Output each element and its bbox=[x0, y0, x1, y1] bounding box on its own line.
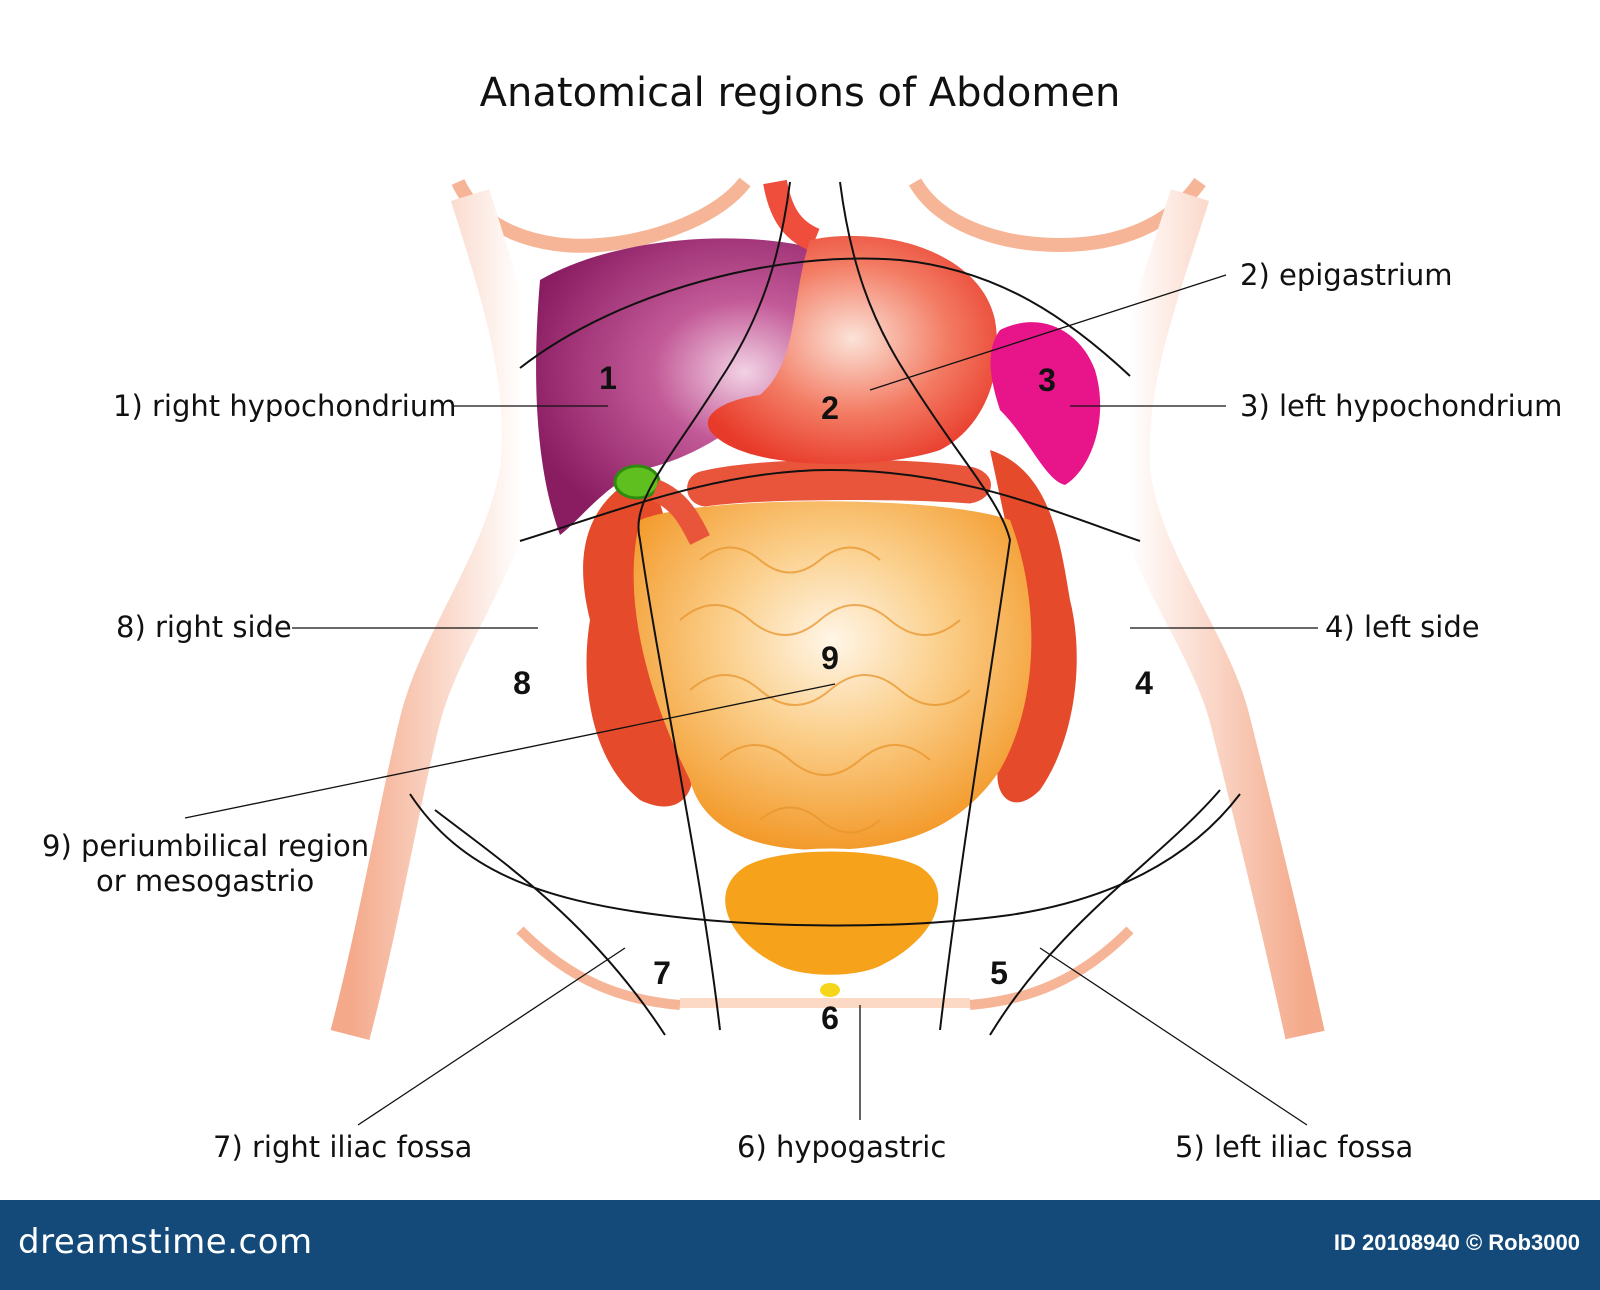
label-left-side: 4) left side bbox=[1325, 610, 1480, 644]
label-periumbilical-region: 9) periumbilical region bbox=[42, 829, 370, 863]
brand-logo-text: dreamstime.com bbox=[18, 1222, 313, 1262]
esophagus bbox=[763, 179, 821, 252]
stomach bbox=[707, 235, 998, 464]
region-number-1: 1 bbox=[599, 360, 617, 396]
label-left-hypochondrium: 3) left hypochondrium bbox=[1240, 389, 1563, 423]
leader-lines bbox=[184, 274, 1318, 1126]
diagram-title: Anatomical regions of Abdomen bbox=[479, 70, 1121, 116]
label-left-iliac-fossa: 5) left iliac fossa bbox=[1175, 1130, 1414, 1164]
label-right-hypochondrium: 1) right hypochondrium bbox=[113, 389, 457, 423]
image-credit: ID 20108940 © Rob3000 bbox=[1333, 1230, 1580, 1255]
small-intestine bbox=[633, 501, 1032, 850]
spleen bbox=[990, 322, 1101, 485]
region-lines bbox=[409, 181, 1241, 1036]
duodenum bbox=[650, 479, 710, 545]
label-right-side: 8) right side bbox=[116, 610, 292, 644]
diagram: Anatomical regions of Abdomen bbox=[42, 70, 1563, 1164]
region-number-3: 3 bbox=[1038, 362, 1056, 398]
intestine-loops bbox=[679, 546, 971, 834]
region-number-7: 7 bbox=[653, 955, 671, 991]
region-number-5: 5 bbox=[990, 955, 1008, 991]
torso-outline bbox=[330, 177, 1325, 1041]
region-number-6: 6 bbox=[821, 1000, 839, 1036]
bladder bbox=[722, 848, 942, 978]
abdomen-illustration bbox=[184, 177, 1325, 1126]
label-right-iliac-fossa: 7) right iliac fossa bbox=[213, 1130, 473, 1164]
region-number-8: 8 bbox=[513, 665, 531, 701]
footer-bar: dreamstime.com ID 20108940 © Rob3000 bbox=[0, 1200, 1600, 1290]
region-number-2: 2 bbox=[821, 390, 839, 426]
label-epigastrium: 2) epigastrium bbox=[1240, 258, 1453, 292]
label-hypogastric: 6) hypogastric bbox=[737, 1130, 947, 1164]
transverse-colon bbox=[684, 456, 994, 510]
urethra bbox=[820, 983, 840, 997]
region-number-4: 4 bbox=[1135, 665, 1153, 701]
region-number-9: 9 bbox=[821, 640, 839, 676]
gallbladder bbox=[613, 464, 661, 500]
label-mesogastrio: or mesogastrio bbox=[96, 864, 315, 898]
